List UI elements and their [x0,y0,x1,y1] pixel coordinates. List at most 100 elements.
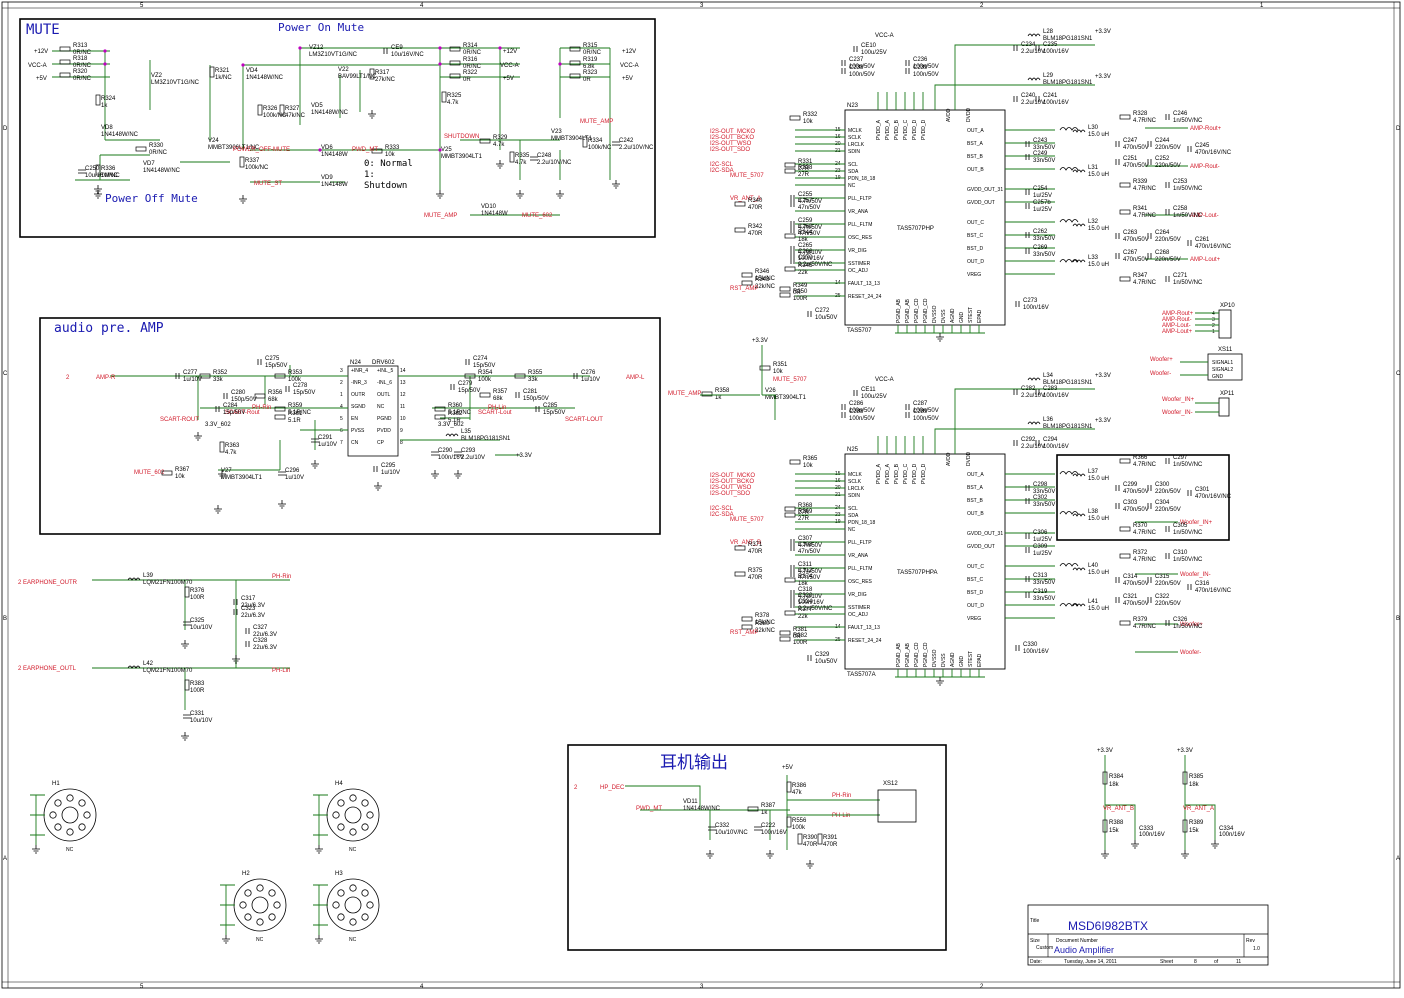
tas1-in-mute_5707: MUTE_5707 [730,517,764,523]
part-val-c258: 1n/50V/NC [1173,213,1203,219]
tas0-bot-3: PGND_CD [923,298,929,323]
net-earphone-ph-rin: PH-Rin [272,574,291,580]
part-ref-c234: C234 [1021,42,1036,48]
tas1-pin-bst_a: BST_A [967,485,984,491]
tas0-bot-7: GND [959,312,965,324]
xs11-sig2: SIGNAL2 [1212,367,1233,373]
drv602-pins: +INR_43-INR_32OUTR1SGND4EN5PVSS6CN7+INL_… [340,368,406,446]
part-ref-c290: C290 [438,448,453,454]
tas-ref-1: N25 [847,447,859,453]
part-val-r335: 4.7k [515,160,527,166]
border-row-c: C [3,371,8,377]
tas-v33-b-1: +3.3V [1095,418,1111,424]
tas0-pin-out_a: OUT_A [967,128,984,134]
part-ref-c317: C317 [241,596,256,602]
part-val-l34: BLM18PG181SN1 [1043,380,1093,386]
part-val-c282: 2.2u/10V [1021,393,1045,399]
drv602-pin-num-l2: 1 [340,392,343,398]
of-value: 11 [1236,959,1241,965]
mount-hole-ref-h3: H3 [335,871,343,877]
part-val-c247: 470n/50V [1123,145,1149,151]
tas1-top-5: PVDD_D [921,463,927,484]
part-val-r314: 0R/NC [463,50,482,56]
tas1-pin-dvdd-1: DVDD [966,451,972,466]
part-val-r353: 100k [288,377,302,383]
part-ref-r329: R329 [493,135,508,141]
part-val-c253: 1n/50V/NC [1173,186,1203,192]
net-mute-602-in: MUTE_602 [134,470,165,476]
part-ref-v22: V22 [338,67,349,73]
part-ref-l33: L33 [1088,255,1099,261]
tas1-pin-sstimer: SSTIMER [848,605,871,611]
xp10-net-2: AMP-Lout- [1162,323,1191,329]
part-ref-c268: C268 [1155,250,1170,256]
tas1-bot-4: DVSSO [932,649,938,667]
tas0-bot-8: STEST [968,307,974,323]
part-val-c248: 2.2u/10V/NC [537,160,572,166]
part-ref-c299: C299 [1123,482,1138,488]
tas1-pin-out_a: OUT_A [967,472,984,478]
part-ref-r357: R357 [493,389,508,395]
part-val-r367: 10k [175,474,186,480]
size-label: Size [1030,938,1040,944]
doc-number-label: Document Number [1056,938,1098,944]
part-ref-r556: R556 [792,818,807,824]
net-driver-mute-5707: MUTE_5707 [773,377,807,383]
part-ref-c330: C330 [1023,642,1038,648]
part-val-v24: MMBT3906LT1/NC [208,145,260,151]
part-ref-r316: R316 [463,57,478,63]
part-ref-c239: C239 [913,65,928,71]
part-ref-c269: C269 [1033,245,1048,251]
part-val-c314: 470n/50V [1123,581,1149,587]
part-val-r350: 100R [793,296,808,302]
part-ref-c310: C310 [1173,550,1188,556]
part-val-c262: 33n/50V [1033,236,1055,242]
part-ref-r375: R375 [748,568,763,574]
part-val-r317: 27k/NC [375,77,396,83]
part-val-c235: 100n/16V [1043,49,1069,55]
part-ref-c313: C313 [1033,573,1048,579]
tas0-pin-nc: NC [848,183,856,189]
part-val-c317: 22u/6.3V [241,603,265,609]
part-val-r391: 470R [823,842,838,848]
part-val-r363: 4.7k [225,450,237,456]
part-ref-r361: R361 [288,411,303,417]
xs11-ref: XS11 [1218,347,1233,353]
tas1-pin-bst_b: BST_B [967,498,984,504]
tas1-bot-5: DVSS [941,653,947,667]
part-ref-r387: R387 [761,803,776,809]
part-ref-r352: R352 [213,370,228,376]
vr-ant-capval-0: 100n/16V [1139,832,1165,838]
part-ref-r383: R383 [190,681,205,687]
border-row-b-right: B [1396,616,1400,622]
part-ref-c318: C318 [798,587,813,593]
